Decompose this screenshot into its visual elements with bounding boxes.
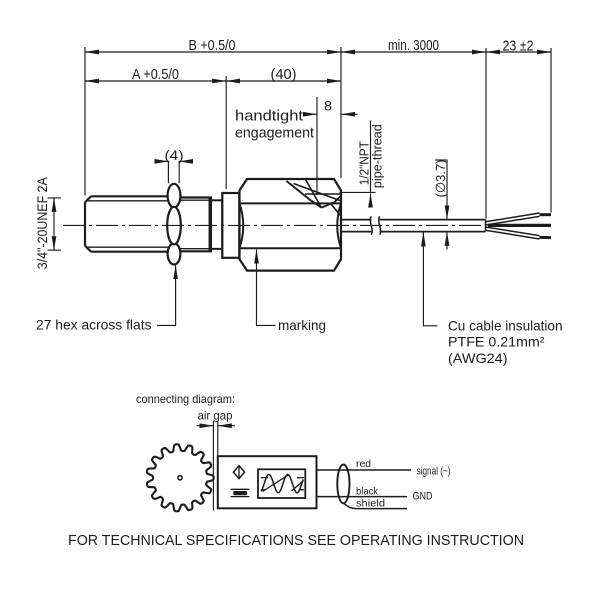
connecting-diagram: connecting diagram: air gap — [136, 392, 451, 513]
wire-black-label: black — [356, 486, 379, 498]
label-insulation-2: PTFE 0.21mm² — [448, 334, 545, 350]
body-neck — [210, 199, 224, 250]
stripped-wires — [485, 212, 552, 240]
dim-cable-dia: (∅3.7) — [433, 160, 448, 198]
diagram-wires — [316, 469, 411, 510]
label-handtight-1: handtight — [235, 108, 304, 125]
magnet-icon — [232, 464, 246, 480]
label-npt-2: pipe-thread — [370, 124, 385, 188]
diagram-title: connecting diagram: — [136, 392, 235, 406]
dimension-lines — [47, 47, 552, 327]
dim-b-total: B +0.5/0 — [189, 37, 236, 54]
label-hex-flats: 27 hex across flats — [36, 317, 152, 333]
dimension-texts: B +0.5/0 min. 3000 23 ±2 A +0.5/0 (40) 8… — [34, 37, 534, 269]
label-handtight-2: engagement — [235, 125, 315, 142]
air-gap-label: air gap — [198, 409, 233, 423]
footer-note: FOR TECHNICAL SPECIFICATIONS SEE OPERATI… — [68, 532, 524, 549]
air-gap-dimension — [196, 420, 235, 511]
signal-wave-icon — [257, 468, 307, 499]
label-marking: marking — [278, 317, 326, 333]
mounting-thread — [83, 195, 169, 253]
wire-labels: red black shield signal (~) GND — [356, 458, 451, 510]
wire-red-label: red — [356, 458, 371, 470]
dim-unef-thread: 3/4"-20UNEF 2A — [34, 177, 50, 270]
hex-body — [238, 177, 343, 272]
dim-a: A +0.5/0 — [132, 66, 179, 83]
dim-min-3000: min. 3000 — [388, 37, 439, 54]
sensor-side-view — [63, 177, 552, 272]
dim-8: 8 — [324, 98, 332, 114]
label-npt-1: 1/2"NPT — [357, 141, 372, 185]
dim-40: (40) — [271, 66, 297, 83]
sensor-box — [216, 455, 318, 510]
jam-nut — [166, 182, 182, 266]
label-texts: handtight engagement 1/2"NPT pipe-thread… — [36, 108, 563, 366]
gnd-label: GND — [413, 491, 433, 503]
label-insulation-1: Cu cable insulation — [448, 318, 563, 334]
gear-wheel — [145, 443, 215, 513]
dim-4: (4) — [165, 148, 184, 163]
coil-icon — [230, 488, 250, 498]
cable-cross-section — [336, 463, 351, 505]
dim-23: 23 ±2 — [503, 38, 534, 55]
signal-label: signal (~) — [417, 466, 451, 478]
body-cylinder — [179, 196, 213, 253]
label-insulation-3: (AWG24) — [448, 350, 508, 366]
wire-shield-label: shield — [356, 498, 385, 510]
